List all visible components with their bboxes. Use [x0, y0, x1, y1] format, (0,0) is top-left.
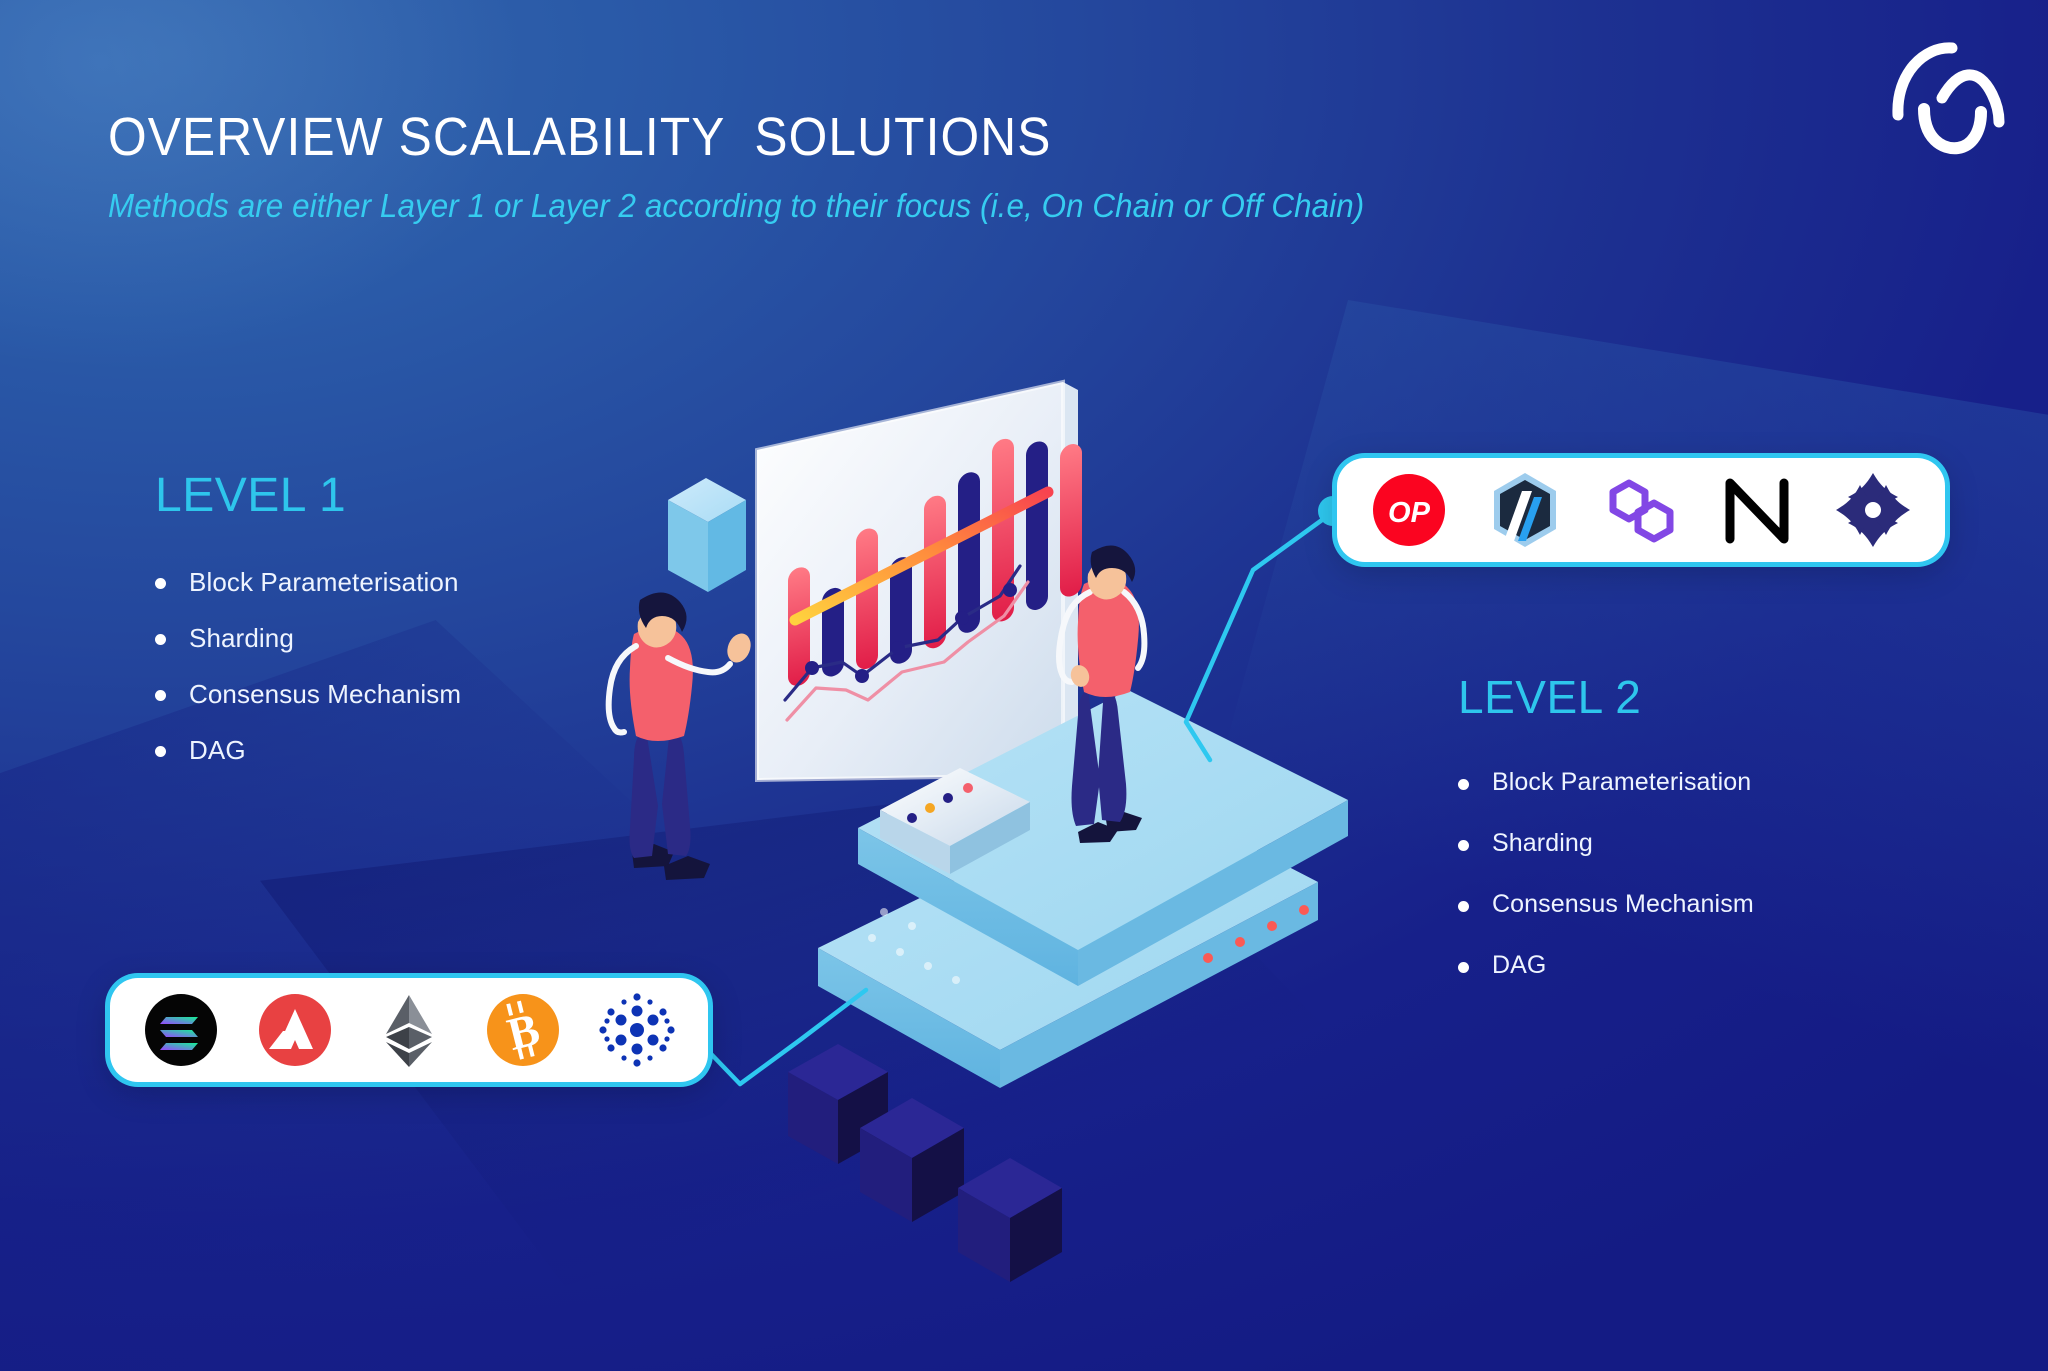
list-item-label: Sharding [189, 623, 294, 653]
list-item: Consensus Mechanism [155, 679, 675, 710]
list-item-label: Sharding [1492, 829, 1593, 857]
bullet-icon [1458, 901, 1469, 912]
solana-logo-icon[interactable] [138, 987, 224, 1073]
bullet-icon [155, 634, 166, 645]
level-2-list: Block Parameterisation Sharding Consensu… [1458, 768, 1978, 980]
list-item: Consensus Mechanism [1458, 890, 1978, 919]
list-item-label: Consensus Mechanism [1492, 890, 1754, 918]
loopring-logo-icon[interactable] [1830, 467, 1916, 553]
bullet-icon [1458, 840, 1469, 851]
bullet-icon [155, 578, 166, 589]
optimism-logo-icon[interactable]: OP [1366, 467, 1452, 553]
list-item-label: Consensus Mechanism [189, 679, 462, 709]
list-item: Sharding [1458, 829, 1978, 858]
bullet-icon [155, 746, 166, 757]
list-item-label: Block Parameterisation [189, 567, 459, 597]
level-1-logo-card[interactable]: B [110, 978, 708, 1082]
list-item: Block Parameterisation [155, 567, 675, 598]
page-title: OVERVIEW SCALABILITY SOLUTIONS [108, 107, 1052, 167]
list-item-label: DAG [189, 735, 246, 765]
level-2-title: LEVEL 2 [1458, 671, 1642, 723]
cube-3 [958, 1158, 1062, 1282]
level-1-list: Block Parameterisation Sharding Consensu… [155, 567, 675, 766]
swirl-logo-icon [1880, 30, 2010, 155]
device-on-platform [880, 768, 1030, 874]
svg-text:OP: OP [1388, 497, 1431, 529]
arbitrum-logo-icon[interactable] [1482, 467, 1568, 553]
level-1-title: LEVEL 1 [155, 469, 347, 522]
polygon-logo-icon[interactable] [1598, 467, 1684, 553]
cube-1 [788, 1044, 888, 1164]
list-item-label: DAG [1492, 951, 1547, 979]
header: OVERVIEW SCALABILITY SOLUTIONS Methods a… [108, 107, 1608, 225]
level-2-block: LEVEL 2 Block Parameterisation Sharding … [1458, 670, 1978, 1012]
connector-line-level1 [685, 987, 869, 1087]
bullet-icon [155, 690, 166, 701]
isometric-chart-screen [755, 379, 1082, 783]
level-1-block: LEVEL 1 Block Parameterisation Sharding … [155, 468, 675, 791]
bullet-icon [1458, 779, 1469, 790]
bullet-icon [1458, 962, 1469, 973]
person-standing-on-platform [1056, 545, 1148, 843]
chart-bars [788, 438, 1082, 686]
blue-prism-block [668, 478, 746, 592]
list-item-label: Block Parameterisation [1492, 768, 1752, 796]
cardano-logo-icon[interactable] [594, 987, 680, 1073]
level-2-logo-card[interactable]: OP [1337, 458, 1945, 562]
lower-platform [818, 790, 1320, 1088]
list-item: Sharding [155, 623, 675, 654]
chart-lines [783, 564, 1030, 722]
list-item: Block Parameterisation [1458, 768, 1978, 797]
cube-2 [860, 1098, 964, 1222]
connector-line-level2 [1183, 509, 1336, 763]
upper-platform [858, 690, 1348, 986]
page-subtitle: Methods are either Layer 1 or Layer 2 ac… [108, 187, 1365, 225]
ethereum-logo-icon[interactable] [366, 987, 452, 1073]
bitcoin-logo-icon[interactable]: B [480, 987, 566, 1073]
avalanche-logo-icon[interactable] [252, 987, 338, 1073]
near-logo-icon[interactable] [1714, 467, 1800, 553]
list-item: DAG [1458, 951, 1978, 980]
list-item: DAG [155, 735, 675, 766]
